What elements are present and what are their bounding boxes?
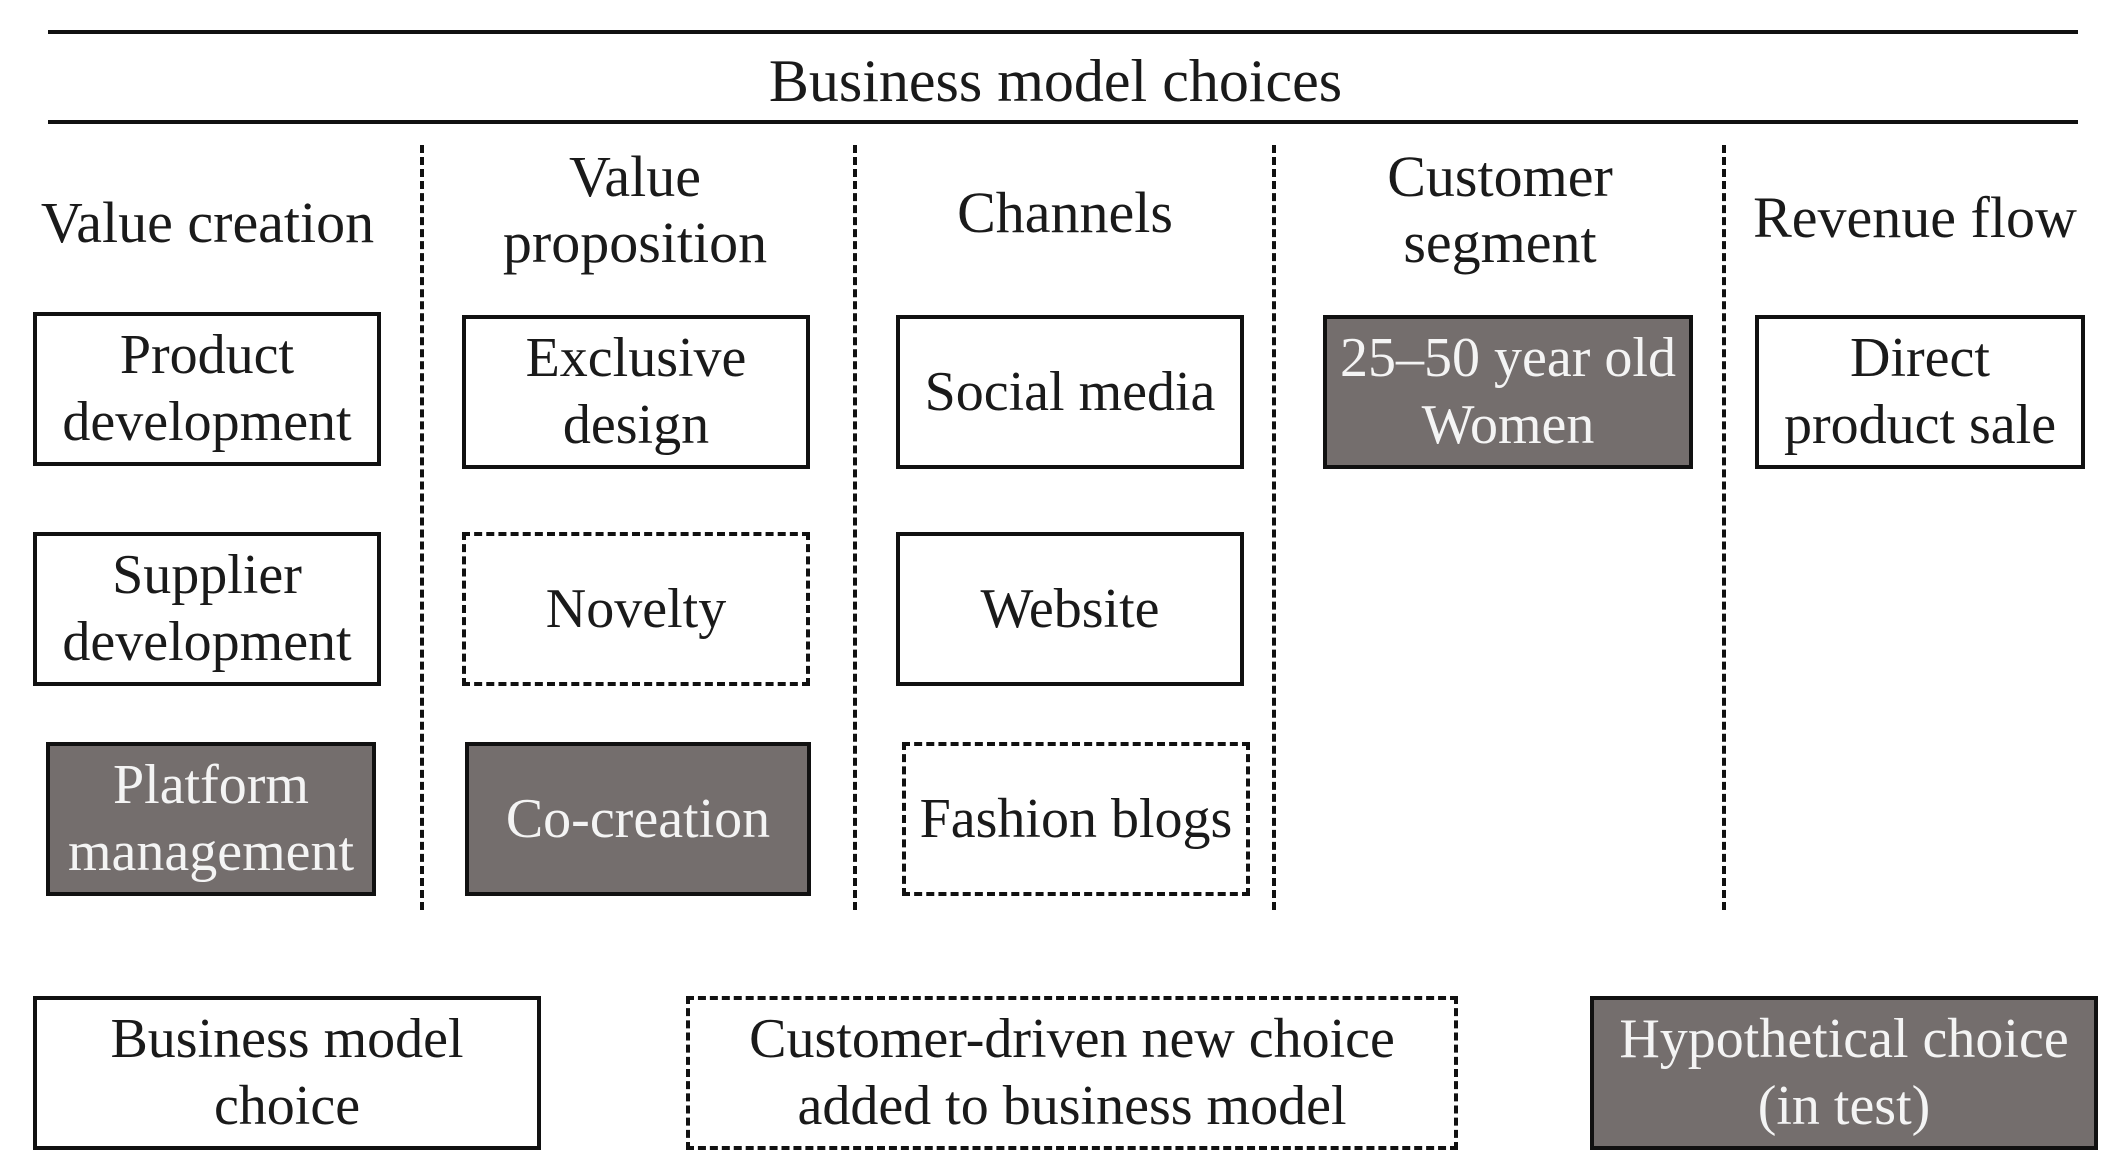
box-co-creation: Co-creation <box>465 742 811 896</box>
diagram-title: Business model choices <box>768 48 1343 114</box>
box-customer-segment-women: 25–50 year old Women <box>1323 315 1693 469</box>
box-supplier-development: Supplier development <box>33 532 381 686</box>
header-value-creation: Value creation <box>40 189 375 255</box>
legend-business-model-choice: Business model choice <box>33 996 541 1150</box>
header-customer-segment: Customer segment <box>1387 144 1613 275</box>
header-channels: Channels <box>957 179 1173 245</box>
title-underline <box>48 120 2078 124</box>
header-value-proposition: Value proposition <box>502 144 768 275</box>
box-fashion-blogs: Fashion blogs <box>902 742 1250 896</box>
legend-customer-driven-choice: Customer-driven new choice added to busi… <box>686 996 1458 1150</box>
box-direct-product-sale: Direct product sale <box>1755 315 2085 469</box>
box-exclusive-design: Exclusive design <box>462 315 810 469</box>
box-novelty: Novelty <box>462 532 810 686</box>
box-product-development: Product development <box>33 312 381 466</box>
box-website: Website <box>896 532 1244 686</box>
box-social-media: Social media <box>896 315 1244 469</box>
column-divider <box>853 145 857 910</box>
legend-hypothetical-choice: Hypothetical choice (in test) <box>1590 996 2098 1150</box>
header-revenue-flow: Revenue flow <box>1753 185 2077 250</box>
column-divider <box>1722 145 1726 910</box>
top-rule <box>48 30 2078 34</box>
box-platform-management: Platform management <box>46 742 376 896</box>
column-divider <box>420 145 424 910</box>
column-divider <box>1272 145 1276 910</box>
